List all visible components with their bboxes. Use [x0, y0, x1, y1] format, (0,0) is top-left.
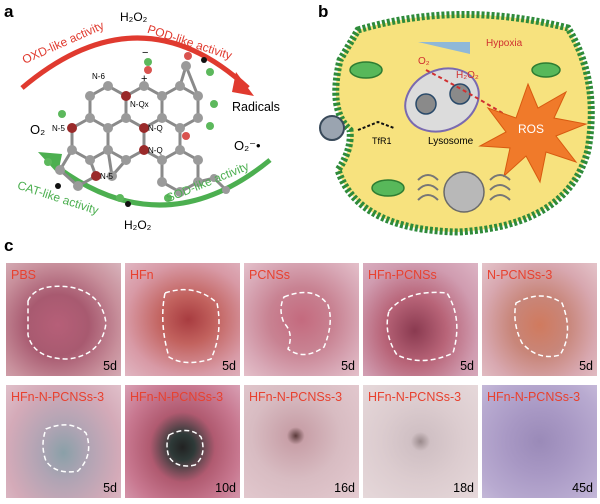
tile-label: HFn-N-PCNSs-3	[11, 390, 105, 404]
red-arrowhead	[232, 72, 254, 96]
tile-day: 5d	[341, 359, 355, 373]
cell-membrane	[332, 10, 595, 236]
superoxide-label: O₂⁻•	[234, 138, 261, 153]
o2-left-label: O₂	[30, 122, 46, 137]
atom-label-nq-lower: N-Q	[148, 146, 163, 155]
photo-tile-hfn-n-pcnss-3-18d: HFn-N-PCNSs-3 18d	[363, 385, 478, 498]
photo-tile-hfn-n-pcnss-3-16d: HFn-N-PCNSs-3 16d	[244, 385, 359, 498]
hypoxia-label: Hypoxia	[486, 38, 523, 49]
tile-day: 5d	[222, 359, 236, 373]
panel-c-letter: c	[4, 236, 14, 255]
tile-day: 10d	[215, 481, 236, 495]
mitochondrion-1	[349, 61, 383, 79]
tile-day: 5d	[103, 481, 117, 495]
tile-day: 18d	[453, 481, 474, 495]
oxd-pod-arc	[20, 35, 250, 90]
o2-label-b: O₂	[418, 56, 430, 67]
photo-tile-hfn-n-pcnss-3-45d: HFn-N-PCNSs-3 45d	[482, 385, 597, 498]
tile-label: N-PCNSs-3	[487, 268, 553, 282]
panel-a: − + H₂O₂ OXD-like activity POD-like acti…	[0, 0, 310, 240]
panel-a-diagram: − +	[20, 35, 272, 208]
panel-b-letter: b	[318, 2, 329, 21]
tile-label: PCNSs	[249, 268, 290, 282]
tile-label: HFn-N-PCNSs-3	[368, 390, 462, 404]
atom-label-n5-left: N-5	[52, 124, 65, 133]
h2o2-label-b: H₂O₂	[456, 70, 479, 81]
atom-label-nqx: N-Qx	[130, 100, 149, 109]
photo-tile-pbs: PBS 5d	[6, 263, 121, 376]
tile-day: 16d	[334, 481, 355, 495]
atom-label-nq-upper: N-Q	[148, 124, 163, 133]
tile-label: HFn-N-PCNSs-3	[130, 390, 224, 404]
lysosome-label: Lysosome	[428, 136, 474, 147]
photo-tile-hfn-pcnss: HFn-PCNSs 5d	[363, 263, 478, 376]
h2o2-top-label: H₂O₂	[120, 10, 148, 24]
molecule-atoms	[44, 52, 230, 207]
svg-text:−: −	[142, 47, 148, 59]
cat-sod-arc	[46, 158, 272, 208]
ros-label: ROS	[518, 122, 545, 136]
o2-h2o2-arrow	[425, 69, 515, 121]
photo-tile-hfn: HFn 5d	[125, 263, 240, 376]
tile-day: 45d	[572, 481, 593, 495]
atom-label-n5-bottom: N-5	[100, 172, 113, 181]
cell-diagram	[319, 10, 595, 236]
tile-day: 5d	[460, 359, 474, 373]
tile-label: HFn	[130, 268, 154, 282]
tile-label: PBS	[11, 268, 37, 282]
panel-a-letter: a	[4, 2, 14, 21]
nanoparticle-in-lysosome-1	[415, 93, 437, 115]
photo-tile-pcnss: PCNSs 5d	[244, 263, 359, 376]
tfr1-label: TfR1	[372, 136, 392, 146]
hfn-nanoparticle	[319, 115, 345, 141]
radicals-label: Radicals	[232, 100, 280, 114]
oxygen-gradient-wedge	[418, 42, 470, 54]
tile-day: 5d	[579, 359, 593, 373]
mitochondrion-3	[371, 179, 405, 197]
mitochondrion-2	[531, 62, 561, 78]
photo-tile-n-pcnss-3: N-PCNSs-3 5d	[482, 263, 597, 376]
golgi-left	[417, 174, 439, 201]
nucleus-particle	[443, 171, 485, 213]
photo-tile-hfn-n-pcnss-3-5d: HFn-N-PCNSs-3 5d	[6, 385, 121, 498]
h2o2-bottom-label: H₂O₂	[124, 218, 152, 232]
golgi-right	[489, 174, 511, 201]
svg-text:+: +	[141, 73, 147, 85]
ros-burst	[478, 82, 588, 184]
tile-label: HFn-N-PCNSs-3	[487, 390, 581, 404]
atom-label-n6: N-6	[92, 72, 105, 81]
tile-label: HFn-PCNSs	[368, 268, 437, 282]
tile-day: 5d	[103, 359, 117, 373]
tfr1-arrow	[357, 120, 395, 131]
photo-tile-hfn-n-pcnss-3-10d: HFn-N-PCNSs-3 10d	[125, 385, 240, 498]
tile-label: HFn-N-PCNSs-3	[249, 390, 343, 404]
panel-c-photo-grid: PBS 5d HFn 5d PCNSs 5d HFn-PCNSs 5d N-PC…	[6, 263, 597, 499]
nanoparticle-in-lysosome-2	[449, 83, 471, 105]
panel-b: O₂ H₂O₂ Hypoxia ROS TfR1 Lysosome	[318, 0, 600, 240]
